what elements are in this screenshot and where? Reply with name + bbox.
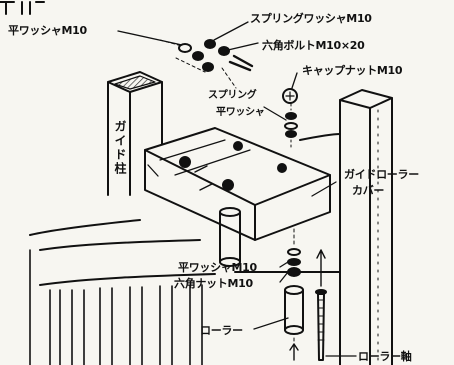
cap-nut-stack <box>282 88 298 151</box>
label-spring-washer-mid-2: 平ワッシャ <box>216 107 265 118</box>
roller-under-cover <box>219 207 241 267</box>
guide-post <box>107 71 163 196</box>
label-flat-washer-bottom: 平ワッシャM10 <box>178 261 257 274</box>
header-fragment <box>0 1 45 15</box>
bottom-washer-nut <box>287 248 301 277</box>
fence-pickets <box>29 249 203 365</box>
label-roller: ローラー <box>200 324 243 337</box>
label-guide-post: ガイド柱 <box>113 120 127 176</box>
label-spring-washer-top: スプリングワッシャM10 <box>250 12 372 25</box>
label-roller-shaft: ローラー軸 <box>358 350 412 363</box>
bottom-roller <box>284 225 304 361</box>
guide-roller-cover <box>144 127 331 241</box>
label-guide-roller-cover-2: カバー <box>352 184 385 197</box>
label-flat-washer-top: 平ワッシャM10 <box>8 24 87 37</box>
top-fasteners <box>159 39 254 89</box>
roller-shaft <box>315 249 327 361</box>
label-hex-bolt: 六角ボルトM10×20 <box>262 39 365 52</box>
right-post <box>339 89 393 365</box>
leader-lines <box>117 21 357 357</box>
label-guide-roller-cover-1: ガイドローラー <box>344 168 419 181</box>
label-spring-washer-mid-1: スプリング <box>208 90 257 101</box>
label-cap-nut: キャップナットM10 <box>302 64 403 77</box>
label-hex-nut: 六角ナットM10 <box>174 277 253 290</box>
horizontal-rail <box>29 133 341 286</box>
